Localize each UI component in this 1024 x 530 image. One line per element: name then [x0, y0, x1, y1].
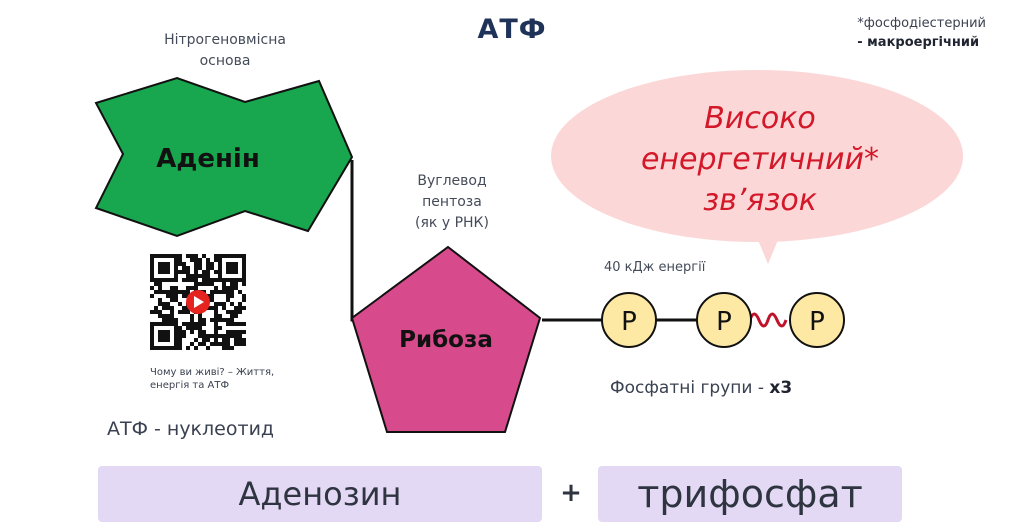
- carbohydrate-caption: Вуглевод пентоза (як у РНК): [392, 171, 512, 234]
- high-energy-bond: [748, 312, 788, 328]
- footnote: *фосфодіестерний - макроергічний: [857, 14, 986, 52]
- ribose-label: Рибоза: [399, 327, 493, 353]
- plus-sign: +: [560, 478, 582, 508]
- adenine-shape: [94, 76, 354, 238]
- qr-code[interactable]: [150, 254, 246, 350]
- footnote-line-1: *фосфодіестерний: [857, 16, 986, 31]
- phosphate-groups-caption-text: Фосфатні групи -: [610, 378, 770, 398]
- phosphate-3-label: P: [809, 307, 825, 337]
- phosphate-1: [601, 292, 657, 348]
- bubble-pointer: [758, 240, 778, 264]
- bubble-line-1: Високо: [704, 101, 815, 136]
- qr-caption: Чому ви живі? – Життя, енергія та АТФ: [150, 367, 275, 391]
- nitrogen-base-caption: Нітрогеновмісна основа: [140, 30, 310, 72]
- ribose-shape: [350, 245, 542, 433]
- adenine-label: Аденін: [156, 144, 260, 174]
- carbohydrate-caption-line-1: Вуглевод: [417, 173, 487, 189]
- energy-caption: 40 кДж енергії: [604, 260, 706, 275]
- adenosine-bar: Аденозин: [98, 466, 542, 522]
- high-energy-bubble: [551, 70, 963, 242]
- phosphate-1-label: P: [621, 307, 637, 337]
- triphosphate-label: трифосфат: [637, 472, 863, 516]
- phosphate-3: [789, 292, 845, 348]
- footnote-line-2: - макроергічний: [857, 35, 980, 50]
- youtube-icon: [186, 290, 210, 314]
- phosphate-2: [696, 292, 752, 348]
- phosphate-groups-count: x3: [769, 378, 793, 398]
- phosphate-2-label: P: [716, 307, 732, 337]
- bubble-line-2: енергетичний*: [641, 142, 879, 177]
- triphosphate-bar: трифосфат: [598, 466, 902, 522]
- nitrogen-base-caption-line-1: Нітрогеновмісна: [164, 32, 286, 48]
- bubble-line-3: зв’язок: [703, 183, 817, 218]
- page-title: АТФ: [477, 14, 547, 45]
- adenine-ribose-link: [350, 160, 360, 322]
- nitrogen-base-caption-line-2: основа: [199, 53, 251, 69]
- carbohydrate-caption-line-2: пентоза: [422, 194, 482, 210]
- phosphate-groups-caption: Фосфатні групи - x3: [610, 378, 792, 398]
- carbohydrate-caption-line-3: (як у РНК): [415, 215, 489, 231]
- adenosine-label: Аденозин: [238, 475, 402, 513]
- nucleotide-caption: АТФ - нуклеотид: [107, 418, 275, 440]
